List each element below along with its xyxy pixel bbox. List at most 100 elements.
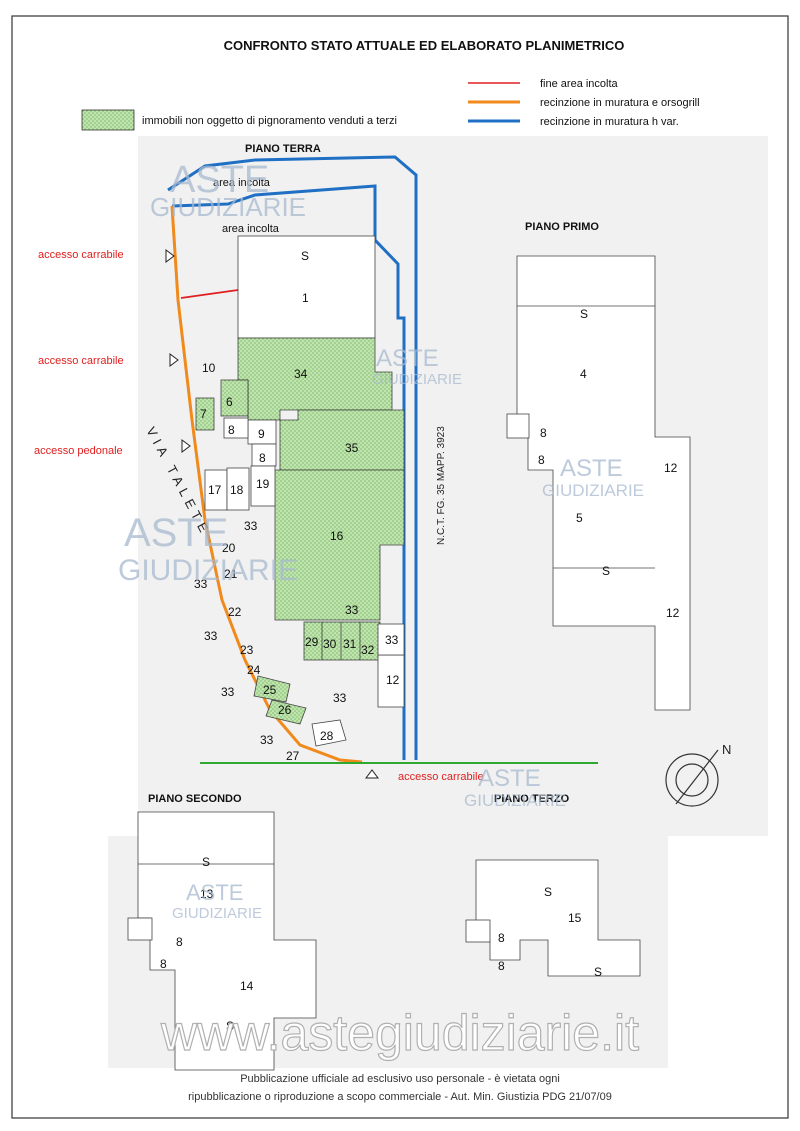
label-unit-30: 30 <box>323 637 337 651</box>
label-unit-6: 6 <box>226 395 233 409</box>
label-unit-34: 34 <box>294 367 308 381</box>
unit-19-outline <box>250 465 276 507</box>
label-unit-27: 27 <box>286 749 300 763</box>
watermark-logos: ASTE GIUDIZIARIE ASTE GIUDIZIARIE ASTE G… <box>118 159 644 922</box>
label-primo-8b: 8 <box>538 453 545 467</box>
unit-12-outline <box>377 654 405 708</box>
north-compass: N <box>665 742 731 807</box>
label-unit-20: 20 <box>222 541 236 555</box>
label-unit-19: 19 <box>256 477 270 491</box>
unit-29-32-hatch <box>303 621 381 661</box>
access-carrabile-1: accesso carrabile <box>38 249 124 261</box>
access-pedonale: accesso pedonale <box>34 445 123 457</box>
label-unit-5: 5 <box>576 511 583 525</box>
label-unit-33d: 33 <box>204 629 218 643</box>
legend-label-orange: recinzione in muratura e orsogrill <box>540 97 700 109</box>
label-unit-24: 24 <box>247 663 261 677</box>
watermark-giudiziarie-6: GIUDIZIARIE <box>172 905 262 922</box>
footer-line-1: Pubblicazione ufficiale ad esclusivo uso… <box>240 1073 560 1085</box>
unit-7-hatch <box>195 397 215 431</box>
unit-28-outline <box>311 719 347 747</box>
label-unit-33g: 33 <box>333 691 347 705</box>
label-area-incolta-top: area incolta <box>213 177 271 189</box>
label-unit-8b: 8 <box>259 451 266 465</box>
label-unit-18: 18 <box>230 483 244 497</box>
unit-33-outline <box>377 623 405 656</box>
stairs-symbol: S <box>301 249 309 263</box>
piano-secondo-title: PIANO SECONDO <box>148 793 242 805</box>
access-marker-3 <box>181 439 191 453</box>
watermark-aste-2: ASTE <box>376 345 439 372</box>
label-unit-21: 21 <box>224 567 238 581</box>
watermark-giudiziarie-1: GIUDIZIARIE <box>150 192 306 222</box>
label-unit-15: 15 <box>568 911 582 925</box>
watermark-giudiziarie-3: GIUDIZIARIE <box>542 481 644 500</box>
label-terzo-8b: 8 <box>498 959 505 973</box>
unit-26-hatch <box>265 699 307 725</box>
compass-needle <box>675 749 719 805</box>
fence-orange <box>170 205 363 764</box>
label-unit-7: 7 <box>200 407 207 421</box>
secondo-stair <box>127 917 153 941</box>
page-title: CONFRONTO STATO ATTUALE ED ELABORATO PLA… <box>224 38 625 53</box>
access-carrabile-bottom: accesso carrabile <box>398 771 484 783</box>
label-unit-29: 29 <box>305 635 319 649</box>
primo-stairs-symbol: S <box>580 307 588 321</box>
terzo-stairs-symbol-2: S <box>594 965 602 979</box>
secondo-stairs-symbol: S <box>202 855 210 869</box>
piano-terra-title: PIANO TERRA <box>245 143 321 155</box>
label-unit-35: 35 <box>345 441 359 455</box>
unit-1-outline <box>237 235 376 339</box>
watermark-url: www.astegiudiziarie.it <box>160 1005 639 1061</box>
label-unit-31: 31 <box>343 637 357 651</box>
label-unit-33h: 33 <box>260 733 274 747</box>
plan-piano-terzo: PIANO TERZO S 15 8 8 S <box>465 793 641 979</box>
label-unit-4: 4 <box>580 367 587 381</box>
primo-stair <box>506 413 530 439</box>
piano-primo-title: PIANO PRIMO <box>525 221 599 233</box>
label-unit-33c: 33 <box>345 603 359 617</box>
compass-inner-ring <box>675 763 709 797</box>
plan-piano-secondo: PIANO SECONDO S 13 8 8 14 S <box>127 793 317 1071</box>
access-marker-1 <box>165 249 175 263</box>
fence-red <box>180 289 239 299</box>
unit-35-hatch <box>279 409 405 471</box>
label-primo-8a: 8 <box>540 426 547 440</box>
label-area-incolta: area incolta <box>222 223 280 235</box>
label-unit-12-primo-b: 12 <box>666 606 680 620</box>
label-secondo-8a: 8 <box>176 935 183 949</box>
label-terzo-8a: 8 <box>498 931 505 945</box>
access-marker-4 <box>365 769 379 779</box>
legend-label-blue: recinzione in muratura h var. <box>540 116 679 128</box>
label-unit-26: 26 <box>278 703 292 717</box>
label-unit-17: 17 <box>208 483 222 497</box>
watermark-giudiziarie-5: GIUDIZIARIE <box>464 791 566 810</box>
watermark-aste-4: ASTE <box>124 511 228 555</box>
watermark-aste-6: ASTE <box>186 880 243 905</box>
label-unit-28: 28 <box>320 729 334 743</box>
label-unit-13: 13 <box>200 887 214 901</box>
legend-hatch-swatch <box>81 109 135 131</box>
label-unit-16: 16 <box>330 529 344 543</box>
watermark-giudiziarie-2: GIUDIZIARIE <box>372 371 462 388</box>
unit-6-hatch <box>220 379 249 417</box>
label-secondo-8b: 8 <box>160 957 167 971</box>
unit-18-outline <box>226 467 250 511</box>
label-unit-33f: 33 <box>221 685 235 699</box>
unit-25-hatch <box>253 675 291 703</box>
label-unit-25: 25 <box>263 683 277 697</box>
piano-terzo-title: PIANO TERZO <box>494 793 570 805</box>
watermark-aste-1: ASTE <box>170 159 269 201</box>
label-unit-8a: 8 <box>228 423 235 437</box>
label-unit-1: 1 <box>302 291 309 305</box>
legend: immobili non oggetto di pignoramento ven… <box>81 78 700 131</box>
label-unit-14: 14 <box>240 979 254 993</box>
access-marker-2 <box>169 353 179 367</box>
access-carrabile-2: accesso carrabile <box>38 355 124 367</box>
label-unit-23: 23 <box>240 643 254 657</box>
fence-blue-outer <box>167 155 418 760</box>
plan-piano-primo: PIANO PRIMO S 4 8 8 12 5 S 12 <box>506 221 691 711</box>
label-unit-12a: 12 <box>386 673 400 687</box>
watermark-aste-5: ASTE <box>478 765 541 792</box>
